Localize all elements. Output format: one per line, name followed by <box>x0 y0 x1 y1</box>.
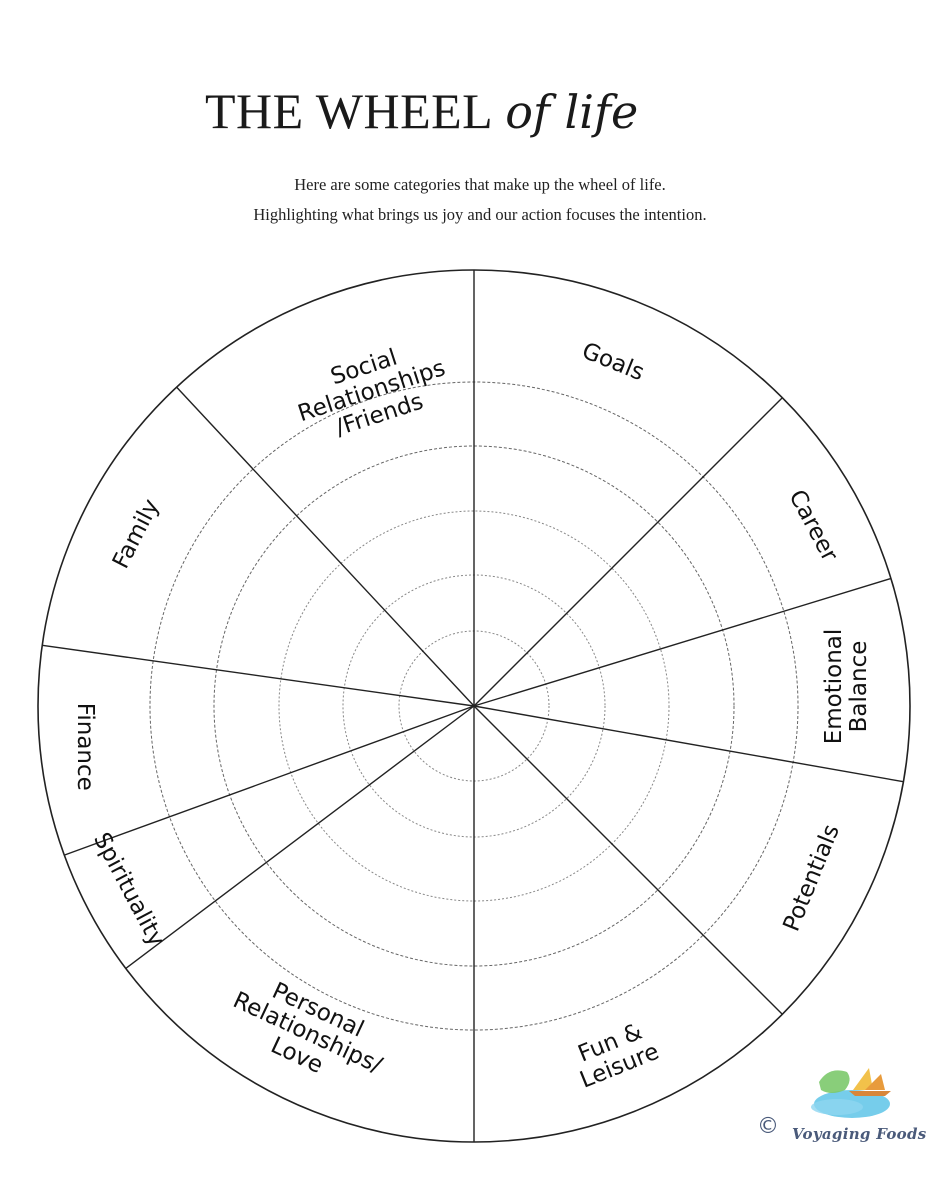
wheel-spoke <box>473 577 892 707</box>
category-label-line: Emotional <box>821 629 847 745</box>
wheel-spoke <box>64 705 475 856</box>
category-goals: Goals <box>578 338 647 386</box>
title-main: THE WHEEL <box>205 83 494 139</box>
category-spirituality: Spirituality <box>88 828 169 950</box>
wheel-spoke <box>473 397 783 707</box>
title-script: of life <box>505 85 639 139</box>
wheel-spoke <box>176 386 475 707</box>
score-ring <box>278 510 670 902</box>
category-career: Career <box>783 486 842 567</box>
category-potentials: Potentials <box>779 821 845 935</box>
category-label-line: Potentials <box>779 821 845 935</box>
category-label-line: Family <box>108 495 165 573</box>
category-finance: Finance <box>72 703 98 791</box>
wheel-spoke <box>125 705 475 969</box>
subtitle-line-1: Here are some categories that make up th… <box>294 175 666 194</box>
wheel-spoke <box>42 644 475 707</box>
category-fun-leisure: Fun &Leisure <box>575 1019 663 1094</box>
score-ring <box>213 445 735 967</box>
category-label-line: Balance <box>846 641 872 733</box>
category-label-line: Career <box>783 486 842 567</box>
brand-name: Voyaging Foods <box>792 1125 927 1143</box>
wheel-spoke <box>473 705 783 1015</box>
subtitle-line-2: Highlighting what brings us joy and our … <box>253 205 707 224</box>
category-label-line: Finance <box>72 703 98 791</box>
copyright-symbol: © <box>757 1114 779 1139</box>
wheel-spokes <box>42 270 904 1142</box>
category-family: Family <box>108 495 165 573</box>
category-label-line: Spirituality <box>88 828 169 950</box>
wheel-spoke <box>473 705 904 783</box>
voyaging-foods-logo-icon <box>811 1068 891 1118</box>
category-label-line: Goals <box>578 338 647 386</box>
